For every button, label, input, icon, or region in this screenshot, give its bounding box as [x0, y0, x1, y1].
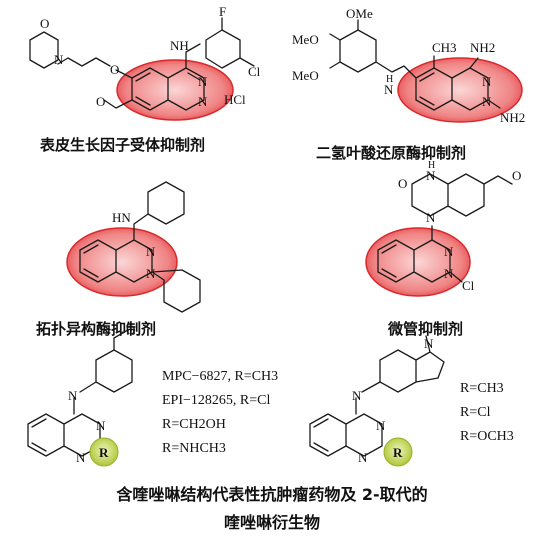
subst-left-4: R=NHCH3 — [162, 441, 226, 456]
label-OMe2: MeO — [292, 32, 319, 47]
label-bl-N2: N — [76, 450, 86, 465]
label-bl-N1: N — [96, 418, 106, 433]
label-tub-H: H — [428, 160, 435, 171]
dhfr-structure: OMe MeO MeO CH3 NH2 NH2 N N H N 二氢叶酸还原酶抑… — [292, 6, 525, 162]
caption-dhfr: 二氢叶酸还原酶抑制剂 — [316, 144, 466, 162]
label-dhfr-N: N — [384, 82, 394, 97]
subst-right-2: R=Cl — [460, 405, 491, 420]
label-tub-N4: N — [444, 266, 454, 281]
label-OMe3: MeO — [292, 68, 319, 83]
label-N2: N — [198, 94, 208, 109]
label-OMe1: OMe — [346, 6, 373, 21]
figure-title-line2: 喹唑啉衍生物 — [224, 513, 320, 532]
label-tub-Cl: Cl — [462, 278, 475, 293]
label-dhfr-H: H — [386, 74, 393, 85]
label-dhfr-N1: N — [482, 74, 492, 89]
label-tub-OMe: O — [512, 168, 521, 183]
topo-structure: HN N N 拓扑异构酶抑制剂 — [36, 181, 201, 338]
label-br-N4: N — [424, 336, 434, 351]
label-morph-O: O — [40, 16, 49, 31]
caption-tubulin: 微管抑制剂 — [387, 320, 463, 338]
tubulin-structure: O H N N N N Cl O 微管抑制剂 — [365, 160, 521, 338]
quinazoline-highlight-2 — [397, 57, 523, 123]
label-topo-N1: N — [146, 244, 156, 259]
label-topo-NH: HN — [112, 210, 131, 225]
egfr-structure: F Cl NH N N O O O N HCl 表皮生长因子受体抑制剂 — [29, 4, 261, 154]
quinazoline-highlight-4 — [365, 227, 471, 297]
label-O1: O — [110, 62, 119, 77]
label-tub-N2: N — [426, 210, 436, 225]
label-O2: O — [96, 94, 105, 109]
quinazoline-highlight-3 — [66, 227, 178, 297]
label-br-N6: N — [358, 450, 368, 465]
label-tub-N1: N — [426, 168, 436, 183]
bottom-left-structure: O N N N R — [27, 322, 135, 467]
label-tub-O: O — [398, 176, 407, 191]
label-NH: NH — [170, 38, 189, 53]
quinazoline-highlight — [116, 59, 234, 121]
caption-topo: 拓扑异构酶抑制剂 — [36, 320, 156, 338]
label-bl-O: O — [126, 322, 135, 337]
substituents-right: R=CH3 R=Cl R=OCH3 — [460, 381, 514, 444]
figure-title-line1: 含喹唑啉结构代表性抗肿瘤药物及 2-取代的 — [116, 485, 427, 504]
label-dhfr-N2: N — [482, 94, 492, 109]
label-F: F — [219, 4, 226, 19]
label-CH3: CH3 — [432, 40, 457, 55]
label-NH2a: NH2 — [470, 40, 495, 55]
label-morph-N: N — [54, 52, 64, 67]
label-br-N: N — [352, 388, 362, 403]
bottom-right-structure: N N N N R — [309, 335, 445, 467]
subst-left-2: EPI−128265, R=Cl — [162, 393, 270, 408]
caption-egfr: 表皮生长因子受体抑制剂 — [40, 136, 205, 154]
subst-left-3: R=CH2OH — [162, 417, 226, 432]
label-topo-N2: N — [146, 266, 156, 281]
substituents-left: MPC−6827, R=CH3 EPI−128265, R=Cl R=CH2OH… — [162, 369, 278, 456]
r-group-circle — [89, 437, 119, 467]
label-Cl: Cl — [248, 64, 261, 79]
label-bl-N: N — [68, 388, 78, 403]
subst-right-1: R=CH3 — [460, 381, 504, 396]
label-HCl: HCl — [224, 92, 246, 107]
r-group-circle-2 — [383, 437, 413, 467]
label-br-R: R — [393, 445, 403, 460]
label-bl-R: R — [99, 445, 109, 460]
subst-left-1: MPC−6827, R=CH3 — [162, 369, 278, 384]
label-tub-N3: N — [444, 244, 454, 259]
label-br-N5: N — [376, 418, 386, 433]
label-N1: N — [198, 74, 208, 89]
subst-right-3: R=OCH3 — [460, 429, 514, 444]
label-NH2b: NH2 — [500, 110, 525, 125]
